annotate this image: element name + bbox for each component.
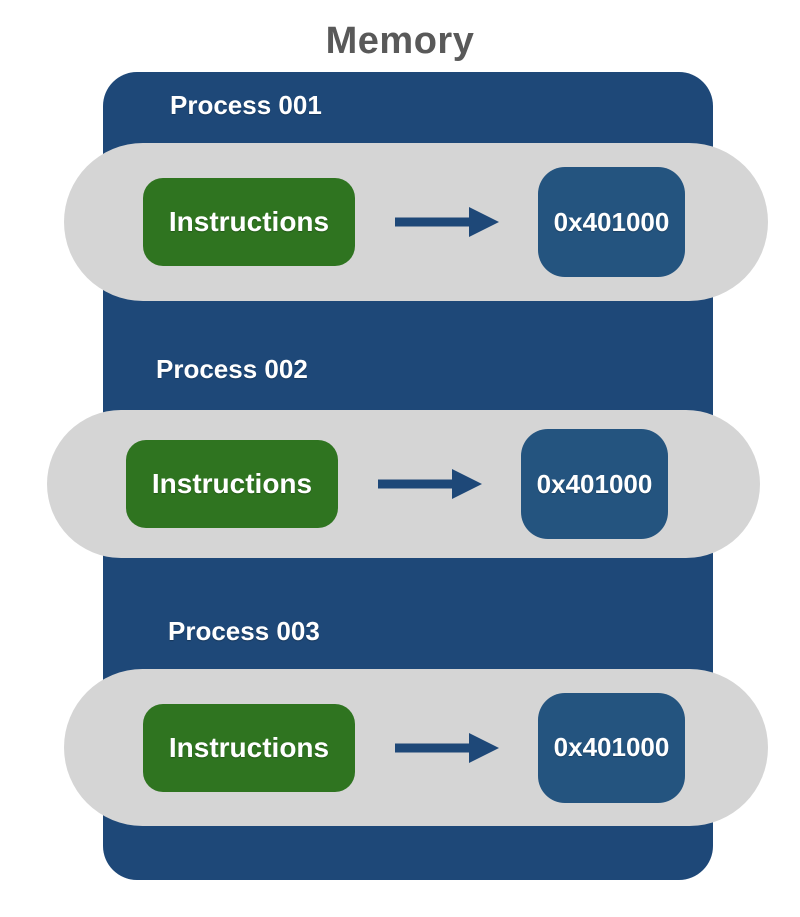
process-001-pill: Instructions 0x401000	[64, 143, 768, 301]
right-arrow-icon	[378, 469, 482, 499]
arrow-shaft	[395, 217, 471, 227]
process-002-label: Process 002	[156, 354, 308, 384]
address-box: 0x401000	[521, 429, 668, 539]
process-002-pill: Instructions 0x401000	[47, 410, 760, 558]
instructions-box: Instructions	[143, 703, 355, 792]
instructions-box: Instructions	[143, 178, 355, 266]
arrow-shaft	[378, 479, 454, 489]
diagram-title: Memory	[325, 20, 475, 62]
right-arrow-icon	[395, 207, 499, 237]
arrow-head	[469, 207, 499, 237]
process-003-label: Process 003	[168, 616, 320, 646]
right-arrow-icon	[395, 732, 499, 763]
address-box: 0x401000	[538, 167, 685, 277]
arrow-shaft	[395, 743, 471, 752]
process-003-pill: Instructions 0x401000	[64, 669, 768, 826]
instructions-box: Instructions	[126, 440, 338, 528]
address-box: 0x401000	[538, 692, 685, 803]
arrow-head	[469, 732, 499, 763]
process-001-label: Process 001	[170, 90, 322, 120]
arrow-head	[452, 469, 482, 499]
